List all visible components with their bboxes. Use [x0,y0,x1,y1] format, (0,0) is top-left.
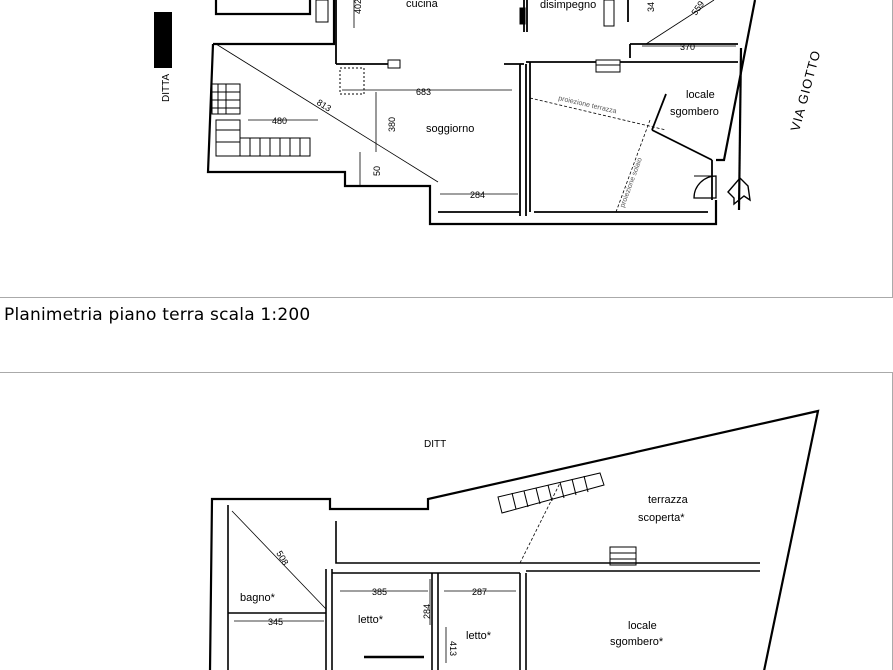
dimension-345: 345 [268,617,283,627]
outer-walls-upper [208,409,820,670]
room-label-letto-2: letto* [466,630,492,642]
entry-arrow-icon [727,176,751,206]
staircase [211,67,365,157]
dimension-683: 683 [416,87,431,97]
fixtures [315,0,615,27]
dimension-284-upper: 284 [422,604,432,619]
street-label: VIA GIOTTO [787,48,823,132]
ground-floor-caption: Planimetria piano terra scala 1:200 [4,305,311,325]
outer-walls [206,0,757,226]
dimension-lines [215,0,736,213]
room-label-cucina: cucina [406,0,439,10]
interior-walls-upper [227,505,760,670]
dimension-413: 413 [448,641,458,656]
terrace-stairs [497,472,637,566]
dimension-385: 385 [372,587,387,597]
dimension-284: 284 [470,190,485,200]
neighbor-block [154,12,172,68]
ditta-label: DITTA [161,74,172,102]
dimension-370: 370 [680,42,695,52]
dimension-508: 508 [274,549,290,567]
dimension-480: 480 [272,116,287,126]
interior-walls [335,0,738,216]
room-label-locale-upper: locale [628,620,657,632]
room-label-terrazza: terrazza [648,494,689,506]
dimension-813: 813 [315,97,333,113]
room-label-scoperta: scoperta* [638,512,685,524]
ditta-label-upper: DITT [424,439,446,450]
room-label-soggiorno: soggiorno [426,123,474,135]
dimension-34: 34 [646,2,656,12]
room-label-disimpegno: disimpegno [540,0,596,11]
upper-floor-plan: DITT [208,409,820,670]
ground-floor-plan-panel: DITTA [0,0,893,298]
upper-floor-plan-panel: DITT [0,372,893,670]
annotation-proiezione-terrazza: proiezione terrazza [558,95,618,115]
dimension-50: 50 [372,166,382,176]
room-label-sgombero: sgombero [670,106,719,118]
ground-floor-plan: DITTA [154,0,823,226]
room-label-bagno: bagno* [240,592,276,604]
room-label-sgombero-upper: sgombero* [610,636,664,648]
room-label-letto-1: letto* [358,614,384,626]
annotation-proiezione-solaio: proiezione solaio [619,157,644,209]
dimension-402: 402 [353,0,363,14]
dimension-380: 380 [387,117,397,132]
door-openings [387,59,621,73]
room-label-locale: locale [686,89,715,101]
dimension-lines-upper [231,482,561,663]
dimension-287: 287 [472,587,487,597]
